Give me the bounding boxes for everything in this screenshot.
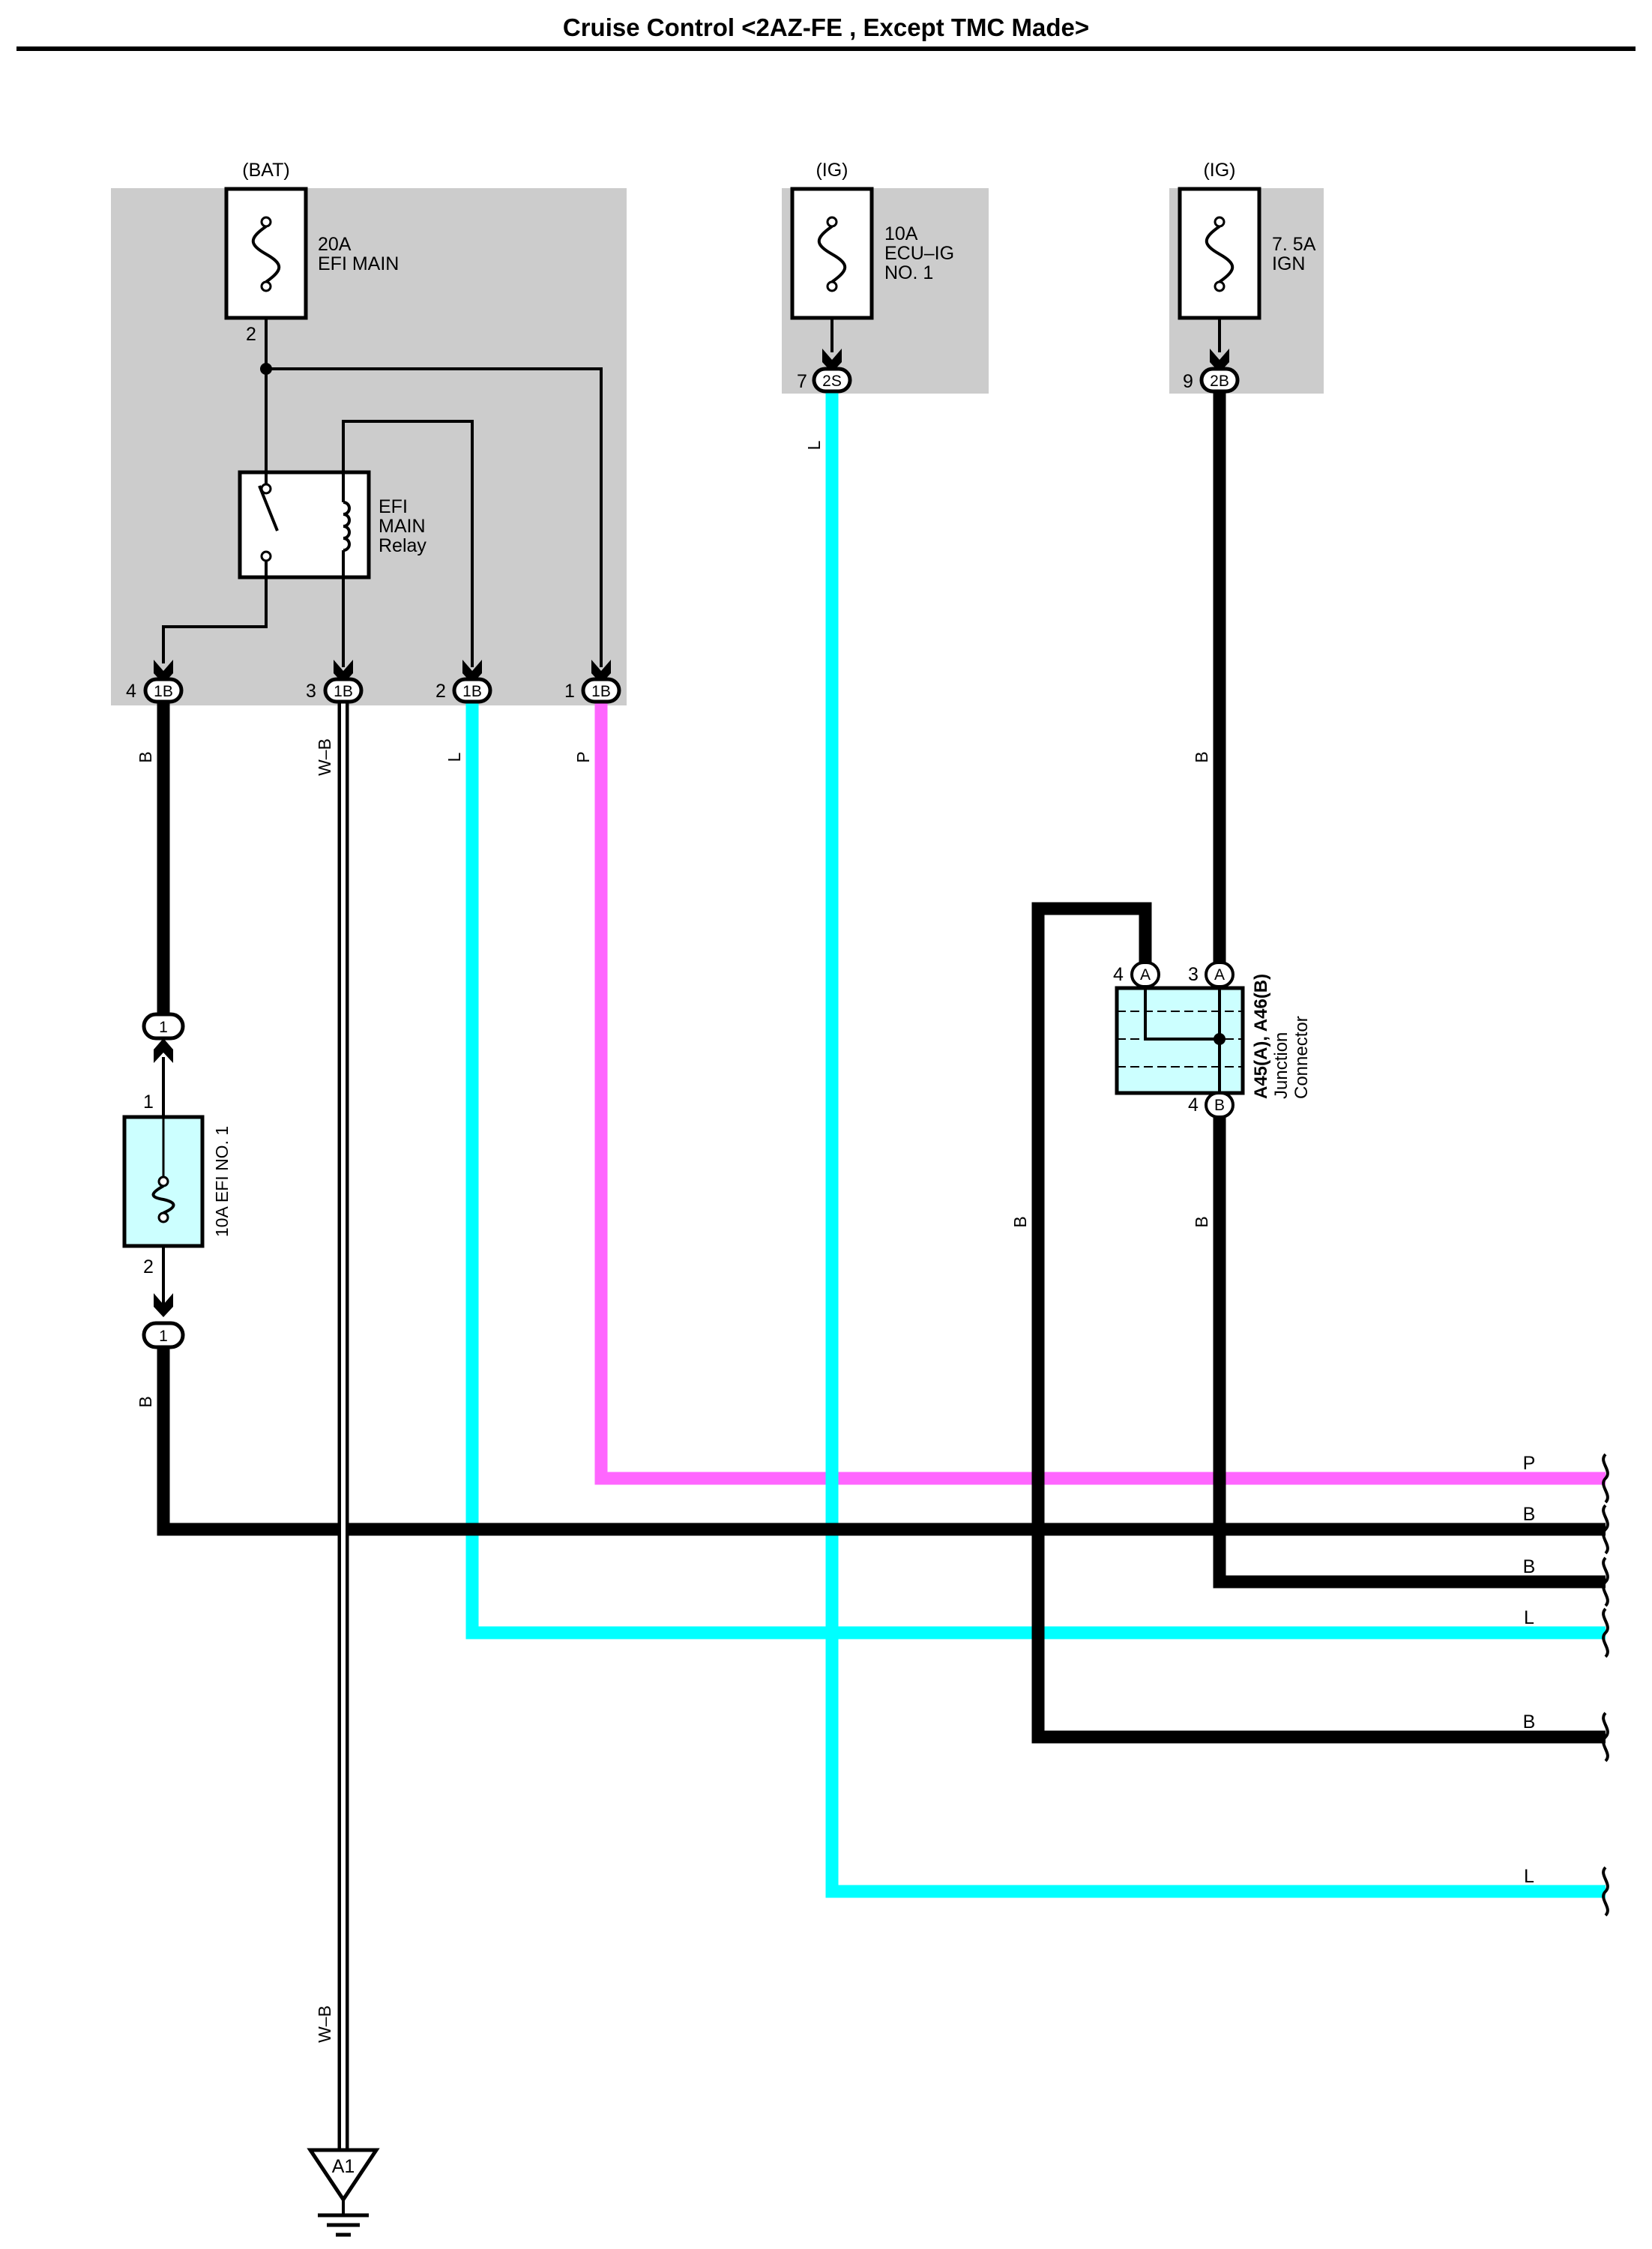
output-label-b3: B — [1523, 1711, 1536, 1732]
connector-2s-code: 2S — [822, 373, 842, 390]
inline-connector-bottom — [142, 1321, 185, 1349]
connector-1b-pin1-code: 1B — [591, 683, 611, 700]
wire-label-b-loop: B — [1010, 1216, 1030, 1227]
fuse-ign — [1178, 187, 1261, 320]
connector-2b-pin: 9 — [1183, 371, 1193, 392]
efi-main-relay — [238, 470, 371, 579]
pin-label-4: 4 — [126, 681, 136, 702]
output-label-b1: B — [1523, 1504, 1536, 1525]
relay-label-1: EFI — [379, 496, 408, 517]
connector-2s-pin: 7 — [797, 371, 807, 392]
wire-b-jc-out — [1213, 1102, 1606, 1589]
fuse-ecu-ig-name-2: NO. 1 — [884, 262, 933, 283]
relay-label-3: Relay — [379, 535, 426, 556]
splice-point — [260, 363, 272, 375]
wire-label-b-ign: B — [1192, 751, 1211, 762]
jc-conn-a4-code: A — [1140, 966, 1151, 984]
source-ig-label-2: (IG) — [1203, 160, 1235, 181]
pin-label-2: 2 — [435, 681, 446, 702]
jc-pin-b4-label: 4 — [1188, 1095, 1199, 1116]
wire-label-b-fuse-in: B — [136, 751, 155, 762]
jc-connector-b-pin4 — [1205, 1092, 1235, 1119]
jc-pin-a4-label: 4 — [1113, 964, 1124, 985]
inline-connector-bottom-code: 1 — [159, 1328, 168, 1345]
connector-1b-pin3 — [323, 660, 364, 704]
connector-1b-pin3-code: 1B — [334, 683, 353, 700]
title-rule — [16, 46, 1636, 51]
efi-no1-pin-bottom: 2 — [143, 1256, 154, 1277]
connector-2s — [812, 349, 852, 394]
fuse-ecu-ig-no1 — [790, 187, 874, 320]
jc-name-line2: Junction — [1271, 1032, 1291, 1099]
relay-box-connectors — [143, 660, 621, 704]
junction-connector-a45-a46 — [1115, 961, 1245, 1119]
page-title: Cruise Control <2AZ-FE , Except TMC Made… — [562, 13, 1090, 41]
harness-wires — [157, 390, 1606, 2174]
output-label-p: P — [1523, 1453, 1536, 1474]
fuse-ecu-ig-rating: 10A — [884, 223, 918, 244]
fuse-efi-main-rating: 20A — [318, 234, 352, 255]
wire-label-p-relay: P — [573, 751, 593, 762]
wire-p — [594, 701, 1606, 1485]
ig-box-connectors — [812, 349, 1240, 394]
fuse-ign-rating: 7. 5A — [1272, 234, 1316, 255]
jc-name-line3: Connector — [1291, 1016, 1312, 1099]
pin-label-1: 1 — [564, 681, 575, 702]
fuse-efi-main — [224, 187, 308, 320]
ground-a1 — [307, 2148, 380, 2237]
connector-1b-pin4-code: 1B — [154, 683, 173, 700]
connector-1b-pin1 — [581, 660, 621, 704]
source-bat-label: (BAT) — [242, 160, 289, 181]
wire-label-w-b-bottom: W–B — [315, 2005, 334, 2043]
output-label-l2: L — [1524, 1866, 1534, 1887]
source-ig-label-1: (IG) — [816, 160, 848, 181]
jc-conn-a3-code: A — [1214, 966, 1225, 984]
wire-label-l-relay: L — [444, 752, 464, 762]
fuse-efi-main-pin: 2 — [246, 324, 256, 345]
wire-break-marks — [1602, 1453, 1609, 1917]
relay-label-2: MAIN — [379, 516, 426, 537]
jc-name: A45(A), A46(B) — [1251, 974, 1271, 1099]
wire-b-loop — [1031, 902, 1606, 1744]
connector-1b-pin2-code: 1B — [462, 683, 482, 700]
jc-pin-a3-label: 3 — [1188, 964, 1199, 985]
fuse-ign-name: IGN — [1272, 253, 1305, 274]
ground-label: A1 — [332, 2156, 355, 2177]
connector-1b-pin4 — [143, 660, 184, 704]
inline-connector-top-code: 1 — [159, 1019, 168, 1036]
efi-no1-fuse-assembly — [122, 1012, 205, 1349]
efi-no1-fuse-label: 10A EFI NO. 1 — [212, 1126, 232, 1237]
output-label-b2: B — [1523, 1556, 1536, 1577]
jc-conn-b4-code: B — [1214, 1097, 1225, 1114]
output-label-l1: L — [1524, 1607, 1534, 1628]
connector-1b-pin2 — [452, 660, 492, 704]
wire-l-relay — [465, 701, 1606, 1640]
wire-label-w-b-top: W–B — [315, 738, 334, 776]
engine-room-junction-box — [111, 188, 627, 705]
connector-2b-code: 2B — [1210, 373, 1229, 390]
wire-label-b-jc-out: B — [1192, 1216, 1211, 1227]
fuse-efi-main-name: EFI MAIN — [318, 253, 399, 274]
wire-label-l-ecu-ig: L — [804, 440, 824, 450]
jc-connector-a-pin4 — [1130, 961, 1160, 988]
wire-l-ecu-ig — [825, 390, 1606, 1898]
fuse-ecu-ig-name-1: ECU–IG — [884, 243, 954, 264]
connector-2b — [1199, 349, 1240, 394]
efi-no1-pin-top: 1 — [143, 1092, 154, 1113]
pin-label-3: 3 — [306, 681, 316, 702]
wire-label-b-fuse-out: B — [136, 1396, 155, 1407]
jc-connector-a-pin3 — [1205, 961, 1235, 988]
wire-b-fuse-out — [157, 1334, 1606, 1536]
